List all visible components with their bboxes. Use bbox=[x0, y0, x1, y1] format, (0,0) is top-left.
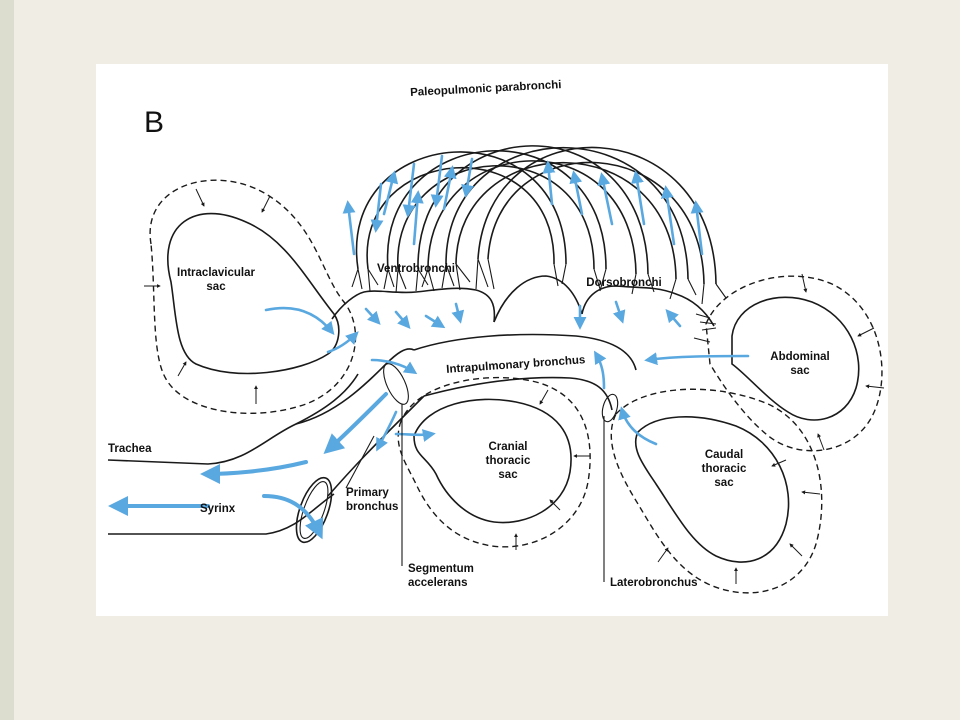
label-syrinx: Syrinx bbox=[200, 503, 236, 515]
dorsobronchi-tufts bbox=[553, 263, 727, 343]
ventrobronchi-tufts bbox=[331, 258, 715, 327]
label-intraclavicular-1: Intraclavicular bbox=[177, 267, 256, 279]
label-trachea: Trachea bbox=[108, 443, 152, 455]
label-ventrobronchi: Ventrobronchi bbox=[377, 263, 455, 275]
label-abdominal-1: Abdominal bbox=[770, 351, 829, 363]
parabronchi-airflow-arrows bbox=[342, 154, 704, 256]
cranial-thoracic-sac bbox=[394, 376, 591, 550]
slide-edge-bar bbox=[0, 0, 14, 720]
abdominal-sac bbox=[644, 273, 885, 452]
label-segmentum-2: accelerans bbox=[408, 577, 467, 589]
label-caudal-2: thoracic bbox=[702, 463, 747, 475]
label-caudal-1: Caudal bbox=[705, 449, 743, 461]
label-intraclavicular-2: sac bbox=[206, 281, 226, 293]
label-primary-2: bronchus bbox=[346, 501, 398, 513]
bronchus-trachea bbox=[107, 333, 637, 544]
label-segmentum-1: Segmentum bbox=[408, 563, 474, 575]
caudal-thoracic-sac bbox=[610, 388, 823, 594]
intraclavicular-sac bbox=[144, 179, 359, 414]
label-abdominal-2: sac bbox=[790, 365, 810, 377]
label-paleopulmonic-parabronchi: Paleopulmonic parabronchi bbox=[410, 79, 562, 99]
label-intrapulmonary-bronchus: Intrapulmonary bronchus bbox=[446, 354, 586, 376]
label-cranial-1: Cranial bbox=[489, 441, 528, 453]
figure-panel: B bbox=[96, 64, 888, 616]
label-cranial-3: sac bbox=[498, 469, 518, 481]
panel-letter: B bbox=[144, 106, 164, 139]
ventro-dorso-airflow-arrows bbox=[364, 300, 682, 330]
label-caudal-3: sac bbox=[714, 477, 734, 489]
label-laterobronchus: Laterobronchus bbox=[610, 577, 698, 589]
label-cranial-2: thoracic bbox=[486, 455, 531, 467]
label-dorsobronchi: Dorsobronchi bbox=[586, 277, 661, 289]
label-primary-1: Primary bbox=[346, 487, 389, 499]
